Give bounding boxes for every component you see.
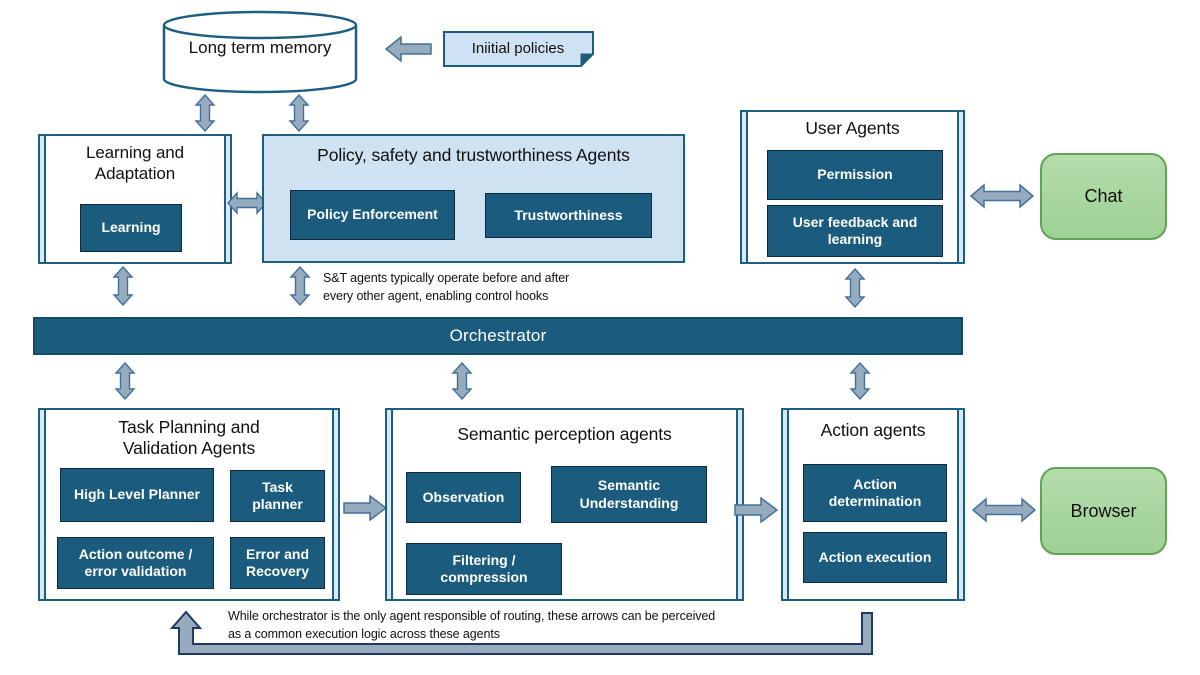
browser-node: Browser xyxy=(1040,467,1167,555)
action-determination-chip: Action determination xyxy=(803,464,947,522)
policy-safety-title: Policy, safety and trustworthiness Agent… xyxy=(317,145,630,165)
action-execution-chip: Action execution xyxy=(803,532,947,583)
box-side-stripe xyxy=(332,410,338,599)
action-browser-arrow-icon xyxy=(972,497,1036,523)
memory-learning-arrow-icon xyxy=(194,94,216,132)
note-to-memory-arrow-icon xyxy=(384,36,432,62)
routing-annotation: While orchestrator is the only agent res… xyxy=(228,609,716,642)
user-chat-arrow-icon xyxy=(970,183,1034,209)
semantic-action-arrow-icon xyxy=(734,497,778,523)
learning-orchestrator-arrow-icon xyxy=(112,266,134,306)
task-semantic-arrow-icon xyxy=(343,495,387,521)
box-side-stripe xyxy=(783,410,789,599)
semantic-understanding-chip: Semantic Understanding xyxy=(551,466,707,523)
long-term-memory-cylinder xyxy=(162,10,358,94)
orchestrator-bar: Orchestrator xyxy=(33,317,963,355)
semantic-perception-box: Semantic perception agents Observation S… xyxy=(385,408,744,601)
policy-enforcement-chip: Policy Enforcement xyxy=(290,190,455,240)
orchestrator-task-arrow-icon xyxy=(114,362,136,400)
initial-policies-label: Iniitial policies xyxy=(471,40,565,57)
error-recovery-chip: Error and Recovery xyxy=(230,537,325,589)
box-side-stripe xyxy=(387,410,393,599)
task-planning-box: Task Planning and Validation Agents High… xyxy=(38,408,340,601)
policy-safety-box: Policy, safety and trustworthiness Agent… xyxy=(262,134,685,263)
box-side-stripe xyxy=(742,112,748,262)
memory-policy-arrow-icon xyxy=(288,94,310,132)
learning-chip: Learning xyxy=(80,204,182,252)
execution-loop-arrow-icon xyxy=(169,610,873,655)
st-agents-annotation: S&T agents typically operate before and … xyxy=(323,271,570,304)
box-side-stripe xyxy=(40,410,46,599)
learning-adaptation-box: Learning and Adaptation Learning xyxy=(38,134,232,264)
policy-orchestrator-arrow-icon xyxy=(289,266,311,306)
permission-chip: Permission xyxy=(767,150,943,200)
orchestrator-action-arrow-icon xyxy=(849,362,871,400)
user-feedback-chip: User feedback and learning xyxy=(767,205,943,257)
learning-policy-arrow-icon xyxy=(227,191,267,215)
user-orchestrator-arrow-icon xyxy=(844,268,866,308)
task-planner-chip: Task planner xyxy=(230,470,325,522)
semantic-perception-title: Semantic perception agents xyxy=(457,424,672,444)
initial-policies-note xyxy=(443,31,595,68)
action-agents-box: Action agents Action determination Actio… xyxy=(781,408,965,601)
action-outcome-chip: Action outcome / error validation xyxy=(57,537,214,589)
learning-adaptation-title: Learning and Adaptation xyxy=(85,143,185,183)
user-agents-title: User Agents xyxy=(805,118,900,138)
box-side-stripe xyxy=(224,136,230,262)
high-level-planner-chip: High Level Planner xyxy=(60,468,214,522)
long-term-memory-label: Long term memory xyxy=(188,38,332,57)
orchestrator-semantic-arrow-icon xyxy=(451,362,473,400)
box-side-stripe xyxy=(40,136,46,262)
chat-node: Chat xyxy=(1040,153,1167,240)
filtering-compression-chip: Filtering / compression xyxy=(406,543,562,595)
user-agents-box: User Agents Permission User feedback and… xyxy=(740,110,965,264)
action-agents-title: Action agents xyxy=(820,420,926,440)
box-side-stripe xyxy=(957,410,963,599)
box-side-stripe xyxy=(957,112,963,262)
trustworthiness-chip: Trustworthiness xyxy=(485,193,652,238)
task-planning-title: Task Planning and Validation Agents xyxy=(118,417,260,459)
observation-chip: Observation xyxy=(406,472,521,523)
